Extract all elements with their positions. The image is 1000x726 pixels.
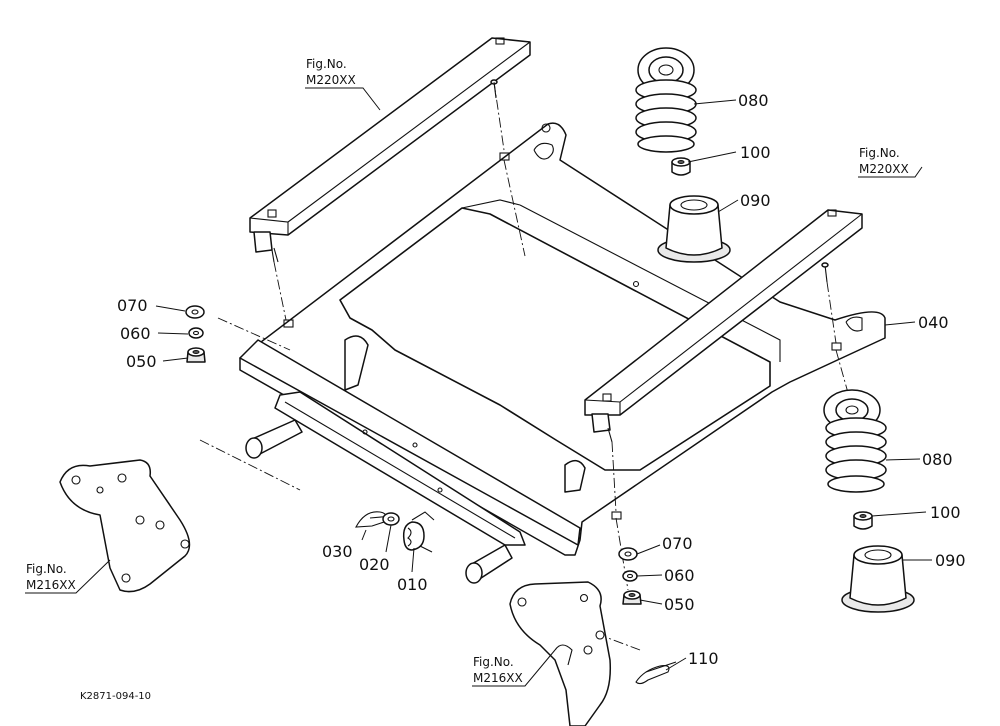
leader-lines bbox=[25, 87, 932, 687]
part-label-090-lower: 090 bbox=[935, 551, 966, 570]
part-label-030: 030 bbox=[322, 542, 353, 561]
washer-stack-left bbox=[185, 305, 206, 363]
collar-upper bbox=[671, 157, 691, 176]
figure-references: Fig.No. M220XX Fig.No. M220XX Fig.No. M2… bbox=[26, 57, 909, 685]
figref-2-label: Fig.No. bbox=[859, 146, 900, 160]
part-label-100-upper: 100 bbox=[740, 143, 771, 162]
part-label-080-lower: 080 bbox=[922, 450, 953, 469]
figref-2-code: M220XX bbox=[859, 162, 909, 176]
part-labels: 070 060 050 080 100 090 040 080 100 090 … bbox=[117, 91, 966, 668]
spring-upper bbox=[635, 47, 697, 153]
figref-1-code: M220XX bbox=[306, 73, 356, 87]
figref-1-label: Fig.No. bbox=[306, 57, 347, 71]
support-bracket-left bbox=[59, 459, 191, 593]
pivot-hardware bbox=[355, 511, 435, 553]
part-label-050-left: 050 bbox=[126, 352, 157, 371]
part-label-040: 040 bbox=[918, 313, 949, 332]
collar-lower bbox=[853, 511, 873, 530]
part-label-110: 110 bbox=[688, 649, 719, 668]
part-label-060-right: 060 bbox=[664, 566, 695, 585]
part-label-020: 020 bbox=[359, 555, 390, 574]
support-bracket-right bbox=[509, 581, 612, 726]
spring-lower bbox=[823, 389, 887, 493]
figref-3-label: Fig.No. bbox=[26, 562, 67, 576]
part-label-010: 010 bbox=[397, 575, 428, 594]
figref-4-label: Fig.No. bbox=[473, 655, 514, 669]
drawing-code: K2871-094-10 bbox=[80, 691, 151, 702]
slide-rail-left bbox=[249, 37, 531, 263]
cup-upper bbox=[657, 195, 731, 263]
clip-pin bbox=[635, 661, 677, 685]
seat-frame bbox=[239, 122, 886, 584]
part-label-090-upper: 090 bbox=[740, 191, 771, 210]
figref-3-code: M216XX bbox=[26, 578, 76, 592]
part-label-080-upper: 080 bbox=[738, 91, 769, 110]
slide-rail-right bbox=[584, 209, 863, 443]
part-label-050-right: 050 bbox=[664, 595, 695, 614]
part-label-100-lower: 100 bbox=[930, 503, 961, 522]
part-label-070-right: 070 bbox=[662, 534, 693, 553]
cup-lower bbox=[841, 545, 915, 613]
figref-4-code: M216XX bbox=[473, 671, 523, 685]
part-label-070-left: 070 bbox=[117, 296, 148, 315]
part-label-060-left: 060 bbox=[120, 324, 151, 343]
